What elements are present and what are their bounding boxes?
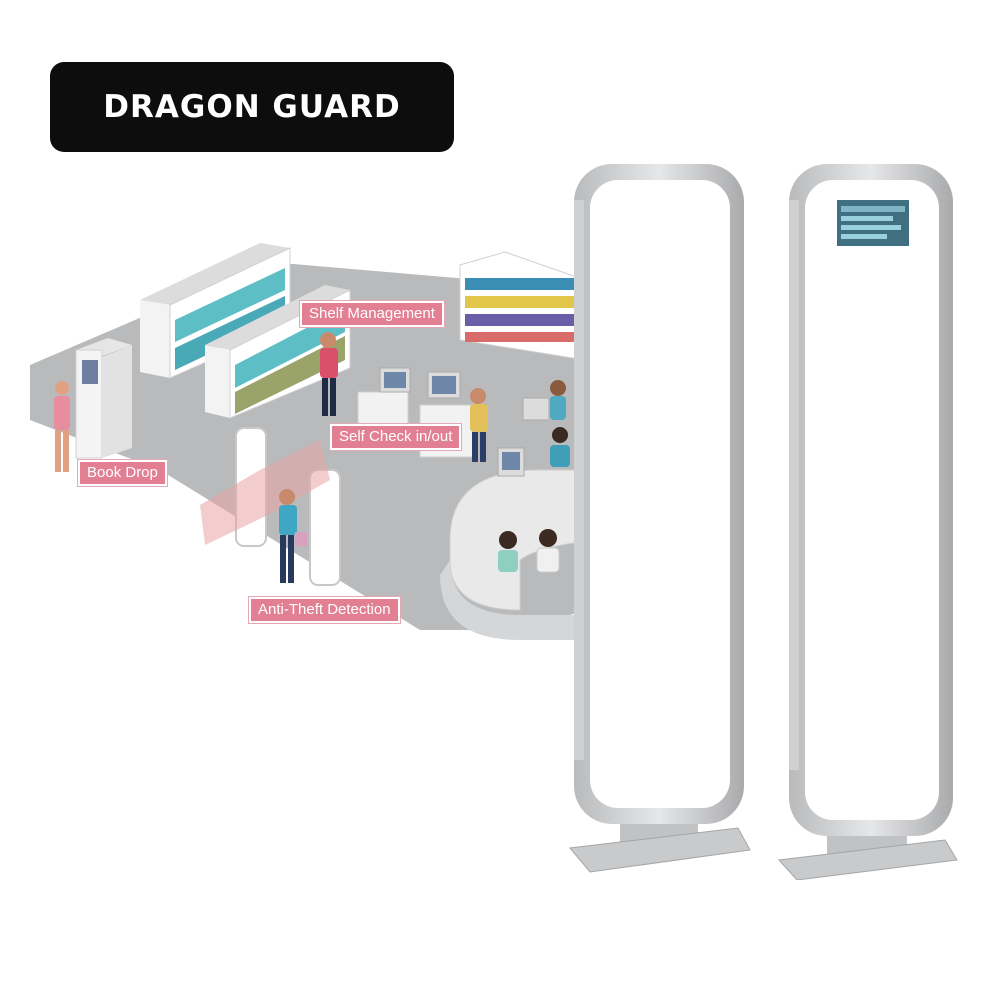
person: [320, 332, 338, 416]
label-shelf-management: Shelf Management: [300, 301, 444, 327]
brand-logo: DRAGON GUARD: [50, 62, 454, 152]
gate-base: [569, 827, 751, 873]
security-gate-right: [777, 164, 958, 880]
label-anti-theft: Anti-Theft Detection: [249, 597, 400, 623]
book-drop-kiosk: [75, 338, 132, 459]
person: [54, 381, 70, 472]
label-book-drop: Book Drop: [78, 460, 167, 486]
gate-display-screen: [837, 200, 909, 246]
person: [279, 489, 307, 583]
gate-base: [777, 839, 958, 880]
label-self-check: Self Check in/out: [330, 424, 462, 450]
mini-security-gate: [200, 427, 341, 586]
brand-name: DRAGON GUARD: [103, 89, 401, 125]
security-gate-left: [569, 164, 751, 873]
circulation-desk: [440, 380, 601, 640]
person: [470, 388, 488, 462]
